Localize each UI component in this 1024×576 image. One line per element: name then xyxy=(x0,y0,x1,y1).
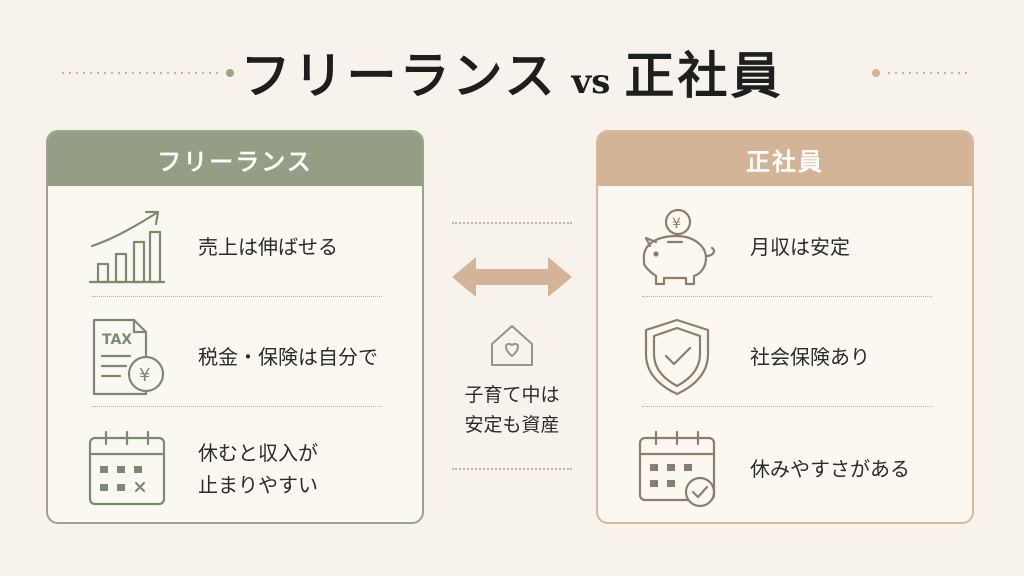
svg-text:¥: ¥ xyxy=(139,365,150,386)
freelance-item-label: 売上は伸ばせる xyxy=(198,235,338,259)
freelance-panel-header: フリーランス xyxy=(48,132,422,186)
calendar-check-icon xyxy=(638,430,716,508)
title-employee: 正社員 xyxy=(624,46,784,105)
employee-item-insurance: 社会保険あり xyxy=(598,302,972,412)
piggy-bank-icon: ¥ xyxy=(642,208,716,286)
decorative-dots-right xyxy=(872,69,970,77)
employee-panel: 正社員 ¥ 月収は安定 社会保険あり xyxy=(596,130,974,524)
svg-text:TAX: TAX xyxy=(102,332,132,348)
employee-item-label: 社会保険あり xyxy=(750,345,870,369)
title-row: フリーランス vs 正社員 xyxy=(0,36,1024,116)
freelance-item-label: 税金・保険は自分で xyxy=(198,345,378,369)
decorative-dots-left xyxy=(62,69,234,77)
freelance-panel: フリーランス 売上は伸ばせる TAX ¥ 税金・保険は自分で xyxy=(46,130,424,524)
freelance-item-tax: TAX ¥ 税金・保険は自分で xyxy=(48,302,422,412)
divider xyxy=(642,296,932,297)
page-title: フリーランス vs 正社員 xyxy=(0,36,1024,122)
employee-item-salary: ¥ 月収は安定 xyxy=(598,192,972,302)
freelance-item-sales: 売上は伸ばせる xyxy=(48,192,422,302)
divider xyxy=(92,296,382,297)
freelance-item-income: 休むと収入が 止まりやすい xyxy=(48,414,422,522)
house-heart-icon xyxy=(491,325,533,366)
employee-item-label: 月収は安定 xyxy=(750,235,850,259)
tax-document-icon: TAX ¥ xyxy=(92,318,165,396)
divider xyxy=(92,406,382,407)
employee-item-leave: 休みやすさがある xyxy=(598,414,972,522)
shield-check-icon xyxy=(644,318,710,396)
svg-text:¥: ¥ xyxy=(672,216,681,232)
center-note: 子育て中は 安定も資産 xyxy=(464,384,560,436)
comparison-center: 子育て中は 安定も資産 xyxy=(430,200,594,490)
center-dots-bottom xyxy=(452,468,572,470)
growth-chart-icon xyxy=(88,210,166,284)
title-freelance: フリーランス xyxy=(240,46,558,105)
center-dots-top xyxy=(452,222,572,224)
calendar-cross-icon xyxy=(88,430,166,506)
freelance-item-label: 休むと収入が 止まりやすい xyxy=(198,441,318,497)
title-vs: vs xyxy=(571,62,611,102)
divider xyxy=(642,406,932,407)
double-arrow-icon xyxy=(452,257,572,297)
employee-panel-header: 正社員 xyxy=(598,132,972,186)
employee-item-label: 休みやすさがある xyxy=(750,457,910,481)
